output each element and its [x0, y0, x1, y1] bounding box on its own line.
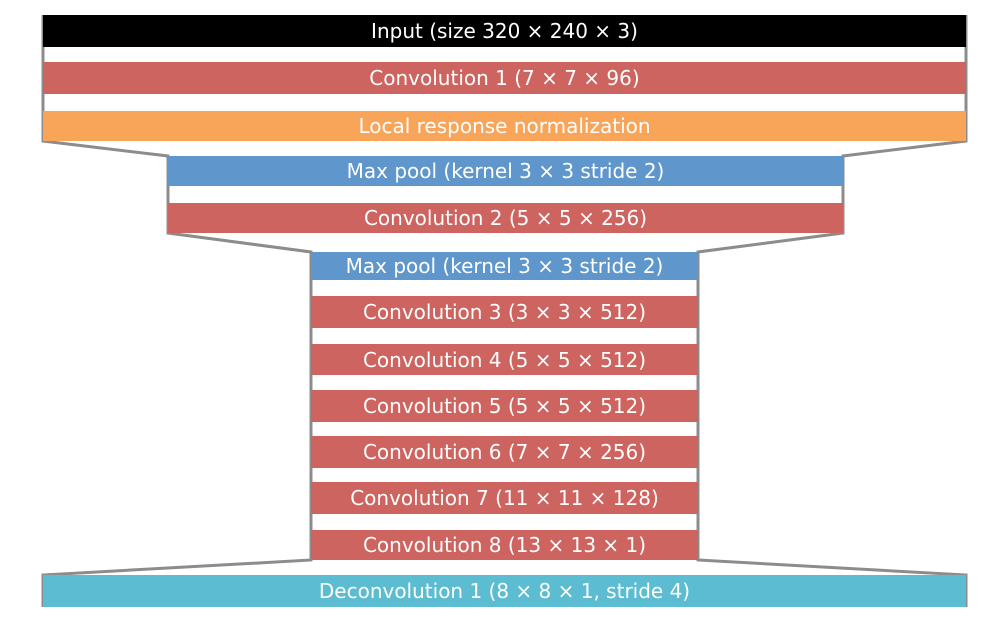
outline-left — [41, 15, 313, 607]
layer-convolution-1: Convolution 1 (7 × 7 × 96) — [43, 62, 966, 94]
layer-label: Deconvolution 1 (8 × 8 × 1, stride 4) — [318, 579, 691, 603]
layer-convolution-5: Convolution 5 (5 × 5 × 512) — [311, 390, 698, 422]
layer-label: Convolution 2 (5 × 5 × 256) — [363, 206, 648, 230]
layer-convolution-3: Convolution 3 (3 × 3 × 512) — [311, 296, 698, 328]
layer-convolution-7: Convolution 7 (11 × 11 × 128) — [311, 482, 698, 514]
layer-label: Local response normalization — [358, 114, 651, 138]
layer-convolution-4: Convolution 4 (5 × 5 × 512) — [311, 344, 698, 375]
layer-label: Convolution 8 (13 × 13 × 1) — [362, 533, 647, 557]
layer-label: Convolution 4 (5 × 5 × 512) — [362, 347, 647, 372]
layer-label: Convolution 7 (11 × 11 × 128) — [350, 486, 659, 510]
layer-label: Convolution 6 (7 × 7 × 256) — [362, 440, 647, 464]
layer-label: Convolution 3 (3 × 3 × 512) — [362, 300, 647, 324]
layer-input: Input (size 320 × 240 × 3) — [43, 15, 966, 47]
layer-convolution-6: Convolution 6 (7 × 7 × 256) — [311, 436, 698, 468]
layer-label: Convolution 1 (7 × 7 × 96) — [369, 66, 640, 90]
layer-deconvolution-1: Deconvolution 1 (8 × 8 × 1, stride 4) — [43, 575, 966, 607]
layer-label: Max pool (kernel 3 × 3 stride 2) — [345, 254, 664, 278]
layer-max-pool-1: Max pool (kernel 3 × 3 stride 2) — [168, 156, 843, 186]
layer-label: Convolution 5 (5 × 5 × 512) — [362, 394, 647, 418]
layer-local-response-normalization: Local response normalization — [43, 111, 966, 141]
outline-right — [696, 15, 968, 607]
layer-convolution-2: Convolution 2 (5 × 5 × 256) — [168, 203, 843, 233]
layer-convolution-8: Convolution 8 (13 × 13 × 1) — [311, 530, 698, 560]
layer-label: Input (size 320 × 240 × 3) — [371, 19, 638, 43]
layer-label: Max pool (kernel 3 × 3 stride 2) — [346, 159, 665, 183]
layer-max-pool-2: Max pool (kernel 3 × 3 stride 2) — [311, 252, 698, 280]
